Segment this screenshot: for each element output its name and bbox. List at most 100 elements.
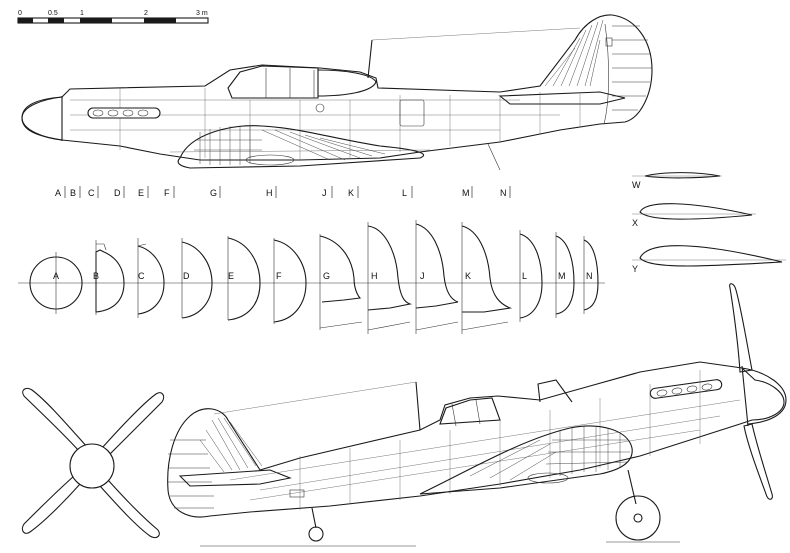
lower-rudder-ribs bbox=[168, 439, 214, 509]
scale-block bbox=[80, 18, 112, 23]
lower-side-view bbox=[167, 283, 787, 547]
upper-wing-root bbox=[177, 125, 425, 169]
section-label: H bbox=[371, 271, 378, 281]
scale-tick-label: 2 bbox=[144, 10, 148, 17]
upper-rudder-line bbox=[603, 23, 609, 125]
lower-propeller-blade bbox=[743, 423, 773, 500]
airfoil-label: Y bbox=[632, 264, 638, 274]
upper-side-view bbox=[21, 14, 653, 171]
airfoil-label: X bbox=[632, 218, 638, 228]
main-wheel-hub bbox=[633, 513, 643, 523]
airfoil-W bbox=[644, 172, 721, 179]
propeller-hub bbox=[69, 443, 115, 489]
lower-wheel-fairing bbox=[527, 472, 569, 484]
cross-section-L: L bbox=[519, 230, 543, 322]
section-label: L bbox=[522, 271, 527, 281]
upper-spinner bbox=[21, 96, 63, 141]
station-label: C bbox=[88, 188, 95, 198]
rudder-hinge-box bbox=[605, 37, 613, 47]
lower-wing-hatching bbox=[469, 426, 630, 481]
section-label: A bbox=[53, 271, 59, 281]
upper-tailwheel-strut bbox=[487, 143, 501, 171]
upper-antenna-mast bbox=[367, 39, 373, 79]
propeller-blade bbox=[21, 475, 81, 534]
section-label: M bbox=[558, 271, 566, 281]
station-label: F bbox=[164, 188, 170, 198]
station-label: L bbox=[402, 188, 407, 198]
main-wheel bbox=[615, 495, 661, 541]
upper-wing-hatching bbox=[194, 126, 386, 165]
lower-fuselage-outline bbox=[167, 361, 785, 518]
section-label: E bbox=[228, 271, 234, 281]
scale-tick-label: 0.5 bbox=[48, 10, 58, 17]
lower-fin-hatching bbox=[199, 417, 263, 473]
section-label: B bbox=[93, 271, 99, 281]
cross-section-D: D bbox=[181, 238, 213, 319]
station-label: K bbox=[348, 188, 354, 198]
tail-wheel bbox=[308, 526, 324, 542]
upper-wing-line bbox=[169, 149, 431, 153]
airfoil-Y bbox=[639, 245, 783, 267]
cross-section-M: M bbox=[555, 232, 575, 318]
cross-section-K: K bbox=[461, 222, 513, 334]
cross-section-F: F bbox=[273, 238, 307, 324]
section-label: D bbox=[183, 271, 190, 281]
propeller-blade bbox=[101, 392, 165, 457]
cross-section-A: A bbox=[29, 252, 83, 314]
lower-propeller-blade bbox=[729, 283, 753, 373]
lower-spinner-joint bbox=[741, 365, 749, 427]
station-label: A bbox=[55, 188, 61, 198]
station-label: G bbox=[210, 188, 217, 198]
airfoil-X bbox=[639, 203, 753, 220]
section-label: F bbox=[276, 271, 282, 281]
section-label: C bbox=[138, 271, 145, 281]
section-label: G bbox=[323, 271, 330, 281]
station-label: B bbox=[70, 188, 76, 198]
upper-antenna-wire bbox=[371, 27, 581, 41]
station-label: H bbox=[266, 188, 273, 198]
station-label: D bbox=[114, 188, 121, 198]
scale-tick-label: 1 bbox=[80, 10, 84, 17]
lower-canopy bbox=[439, 397, 501, 425]
lower-tailplane bbox=[178, 469, 292, 487]
station-label: M bbox=[462, 188, 470, 198]
station-label: E bbox=[138, 188, 144, 198]
propeller-blade bbox=[99, 479, 160, 539]
cross-section-N: N bbox=[583, 236, 599, 314]
lower-antenna-mast bbox=[415, 381, 421, 431]
upper-access-hatch bbox=[399, 99, 425, 127]
upper-roundel-mark bbox=[315, 103, 325, 113]
propeller-blade bbox=[22, 387, 89, 453]
station-label: N bbox=[500, 188, 507, 198]
scale-bar: 0 0.5 1 2 3 m bbox=[17, 10, 209, 24]
cross-section-E: E bbox=[227, 236, 261, 321]
station-label: J bbox=[322, 188, 327, 198]
lower-windscreen bbox=[537, 379, 573, 403]
upper-canopy-frames bbox=[265, 68, 315, 98]
main-gear-strut bbox=[627, 469, 637, 505]
section-label: N bbox=[586, 271, 593, 281]
upper-rudder-ribs bbox=[612, 25, 652, 111]
scale-block bbox=[18, 18, 33, 23]
propeller-front-view bbox=[21, 387, 165, 539]
upper-exhaust-stacks bbox=[87, 107, 161, 119]
scale-block bbox=[48, 18, 64, 23]
airfoil-label: W bbox=[632, 180, 641, 190]
upper-wheel-fairing bbox=[245, 154, 295, 166]
section-label: J bbox=[420, 271, 425, 281]
lower-canopy-frames bbox=[451, 399, 481, 427]
upper-tailplane bbox=[498, 91, 626, 105]
cross-section-B: B bbox=[93, 240, 125, 315]
lower-exhaust-stacks bbox=[649, 379, 723, 399]
cross-section-H: H bbox=[367, 222, 413, 334]
upper-canopy bbox=[227, 65, 319, 99]
scale-tick-label: 0 bbox=[18, 10, 22, 17]
scale-block bbox=[144, 18, 176, 23]
lower-spinner bbox=[741, 367, 787, 425]
cross-sections: A B C D E F bbox=[29, 220, 599, 334]
cross-section-G: G bbox=[319, 234, 363, 330]
airfoil-sections: W X Y bbox=[632, 172, 786, 274]
lower-antenna-wire bbox=[213, 381, 417, 415]
